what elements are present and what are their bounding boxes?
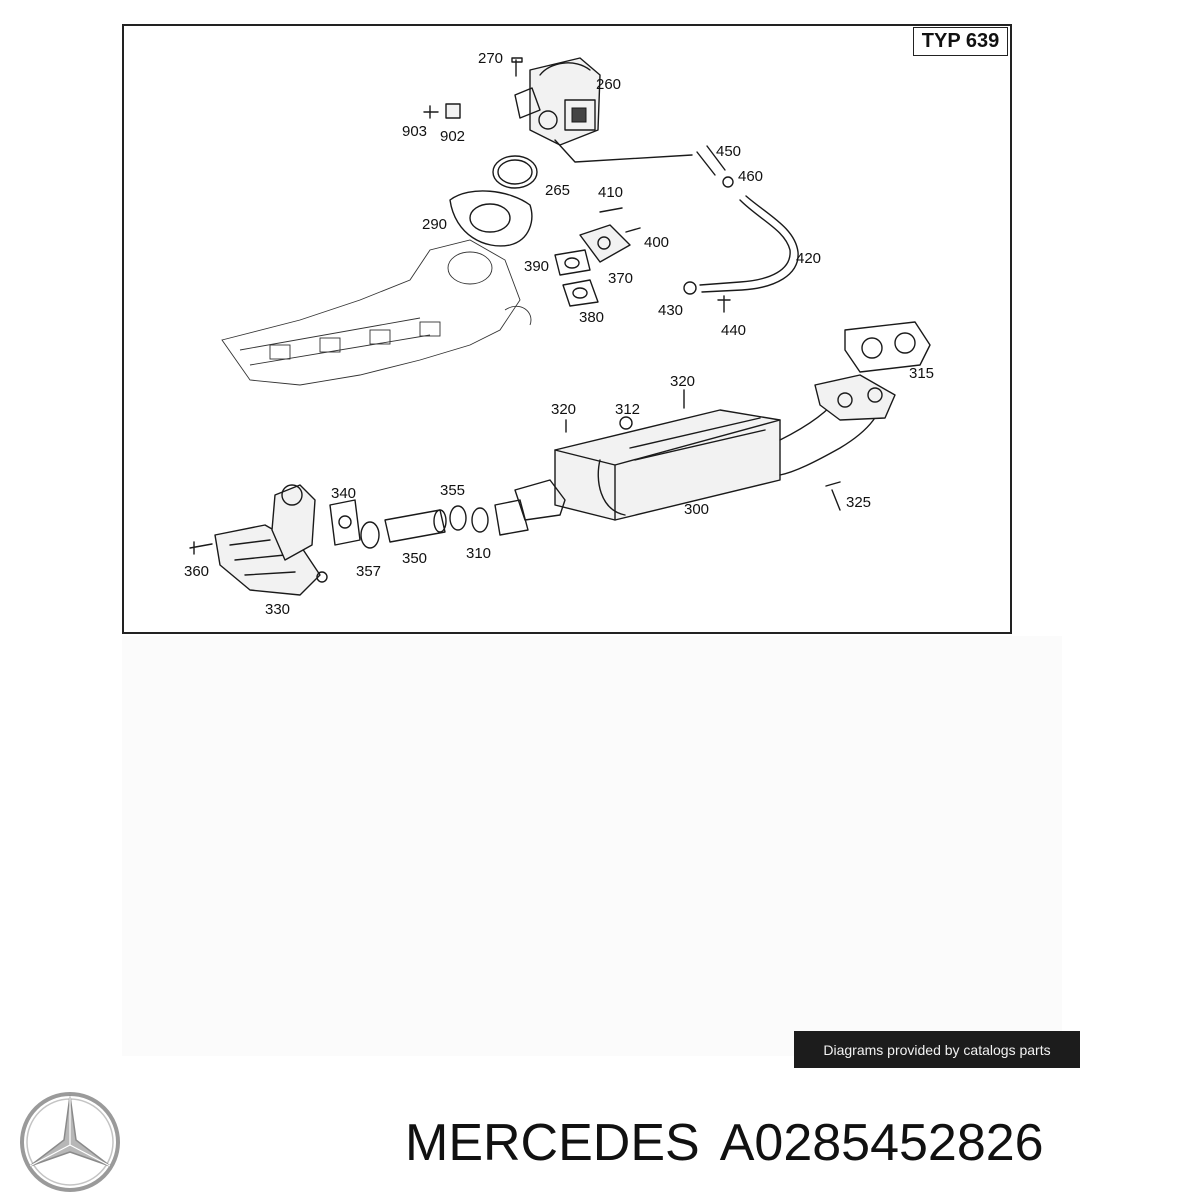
egr-valve-icon [514, 57, 693, 163]
flange-gasket-icon [449, 190, 533, 247]
callout-330: 330 [265, 601, 290, 618]
callout-903: 903 [402, 123, 427, 140]
callout-420: 420 [796, 250, 821, 267]
callout-460: 460 [738, 168, 763, 185]
callout-265: 265 [545, 182, 570, 199]
brand-title: MERCEDES A0285452826 [405, 1108, 1195, 1178]
callout-320-right: 320 [670, 373, 695, 390]
callout-380: 380 [579, 309, 604, 326]
callout-270: 270 [478, 50, 503, 67]
callout-357: 357 [356, 563, 381, 580]
callout-355: 355 [440, 482, 465, 499]
callout-350: 350 [402, 550, 427, 567]
type-label: TYP 639 [913, 27, 1008, 56]
callout-312: 312 [615, 401, 640, 418]
callout-450: 450 [716, 143, 741, 160]
callout-390: 390 [524, 258, 549, 275]
callout-400: 400 [644, 234, 669, 251]
callout-315: 315 [909, 365, 934, 382]
part-number: A0285452826 [719, 1114, 1044, 1172]
valve-housing-icon [189, 484, 361, 596]
callout-260: 260 [596, 76, 621, 93]
gasket-ring-icon [492, 155, 538, 189]
connector-icon [423, 103, 461, 119]
credit-badge: Diagrams provided by catalogs parts [794, 1031, 1080, 1068]
parts-diagram-frame: 270 260 903 902 450 460 265 410 290 400 … [122, 24, 1012, 634]
brand-name: MERCEDES [405, 1114, 700, 1172]
exhaust-gasket-icon [844, 321, 931, 373]
intake-manifold-icon [221, 239, 532, 386]
callout-360: 360 [184, 563, 209, 580]
callout-340: 340 [331, 485, 356, 502]
pipe-icon [683, 145, 799, 313]
egr-cooler-icon [514, 374, 896, 521]
callout-440: 440 [721, 322, 746, 339]
callout-310: 310 [466, 545, 491, 562]
callout-370: 370 [608, 270, 633, 287]
callout-430: 430 [658, 302, 683, 319]
callout-410: 410 [598, 184, 623, 201]
parts-diagram: 270 260 903 902 450 460 265 410 290 400 … [184, 50, 934, 618]
bolt-icon [511, 57, 523, 77]
mercedes-star-icon [20, 1092, 120, 1192]
callout-300: 300 [684, 501, 709, 518]
callout-labels: 270 260 903 902 450 460 265 410 290 400 … [184, 50, 934, 618]
background-panel [122, 636, 1062, 1056]
callout-902: 902 [440, 128, 465, 145]
callout-320-left: 320 [551, 401, 576, 418]
connecting-pipe-icon [360, 499, 529, 549]
callout-325: 325 [846, 494, 871, 511]
sensor-flange-icon [554, 207, 641, 307]
callout-290: 290 [422, 216, 447, 233]
